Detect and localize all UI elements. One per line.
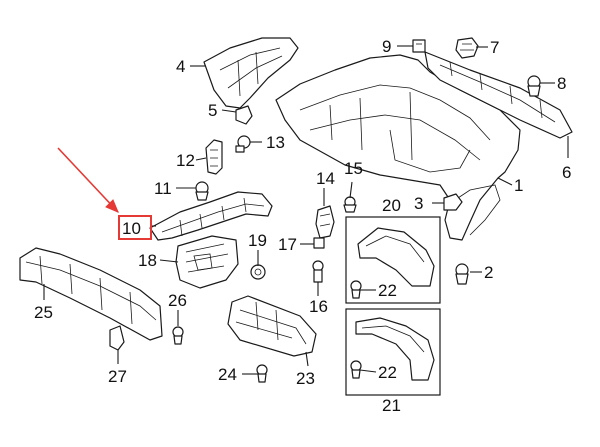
- red-arrow-pointer: [57, 147, 119, 213]
- highlight-box: [118, 215, 152, 240]
- part-24-bolt: [256, 364, 268, 383]
- callout-9: 9: [382, 37, 391, 56]
- part-27-bracket: [109, 325, 125, 351]
- callout-17: 17: [278, 235, 297, 254]
- callout-13: 13: [266, 133, 285, 152]
- callout-2: 2: [484, 263, 493, 282]
- callout-11: 11: [154, 179, 172, 198]
- part-5-clip: [235, 105, 253, 125]
- callout-20: 20: [382, 196, 401, 215]
- part-4-trim: [203, 37, 299, 109]
- callout-4: 4: [176, 57, 185, 76]
- part-15-bolt: [343, 196, 357, 213]
- callout-5: 5: [208, 101, 217, 120]
- callout-8: 8: [557, 74, 566, 93]
- callout-19: 19: [248, 231, 267, 250]
- part-16-bolt: [312, 260, 324, 283]
- callout-7: 7: [490, 38, 499, 57]
- part-14-clip: [315, 205, 335, 239]
- callout-21: 21: [382, 396, 401, 415]
- callout-1: 1: [514, 176, 523, 195]
- callout-25: 25: [34, 303, 53, 322]
- part-17-nut: [313, 237, 325, 249]
- leader-lines: [43, 45, 569, 375]
- callout-16: 16: [309, 297, 328, 316]
- callout-22b: 22: [378, 363, 397, 382]
- part-18-bracket: [175, 235, 239, 289]
- part-7-clip: [455, 37, 479, 59]
- callout-10: 10: [122, 219, 141, 238]
- part-9-bracket: [412, 39, 426, 53]
- callout-labels: 1 2 3 4 5 6 7 8 9 10 11 12 13 14 15 16 1…: [34, 37, 571, 415]
- part-1-bumper-cover: [275, 54, 521, 241]
- part-6-reinforcement: [424, 51, 573, 139]
- part-19-grommet: [250, 264, 266, 280]
- part-25-impact-bar: [19, 247, 163, 341]
- part-3-bracket: [443, 193, 463, 211]
- callout-22a: 22: [378, 281, 397, 300]
- callout-3: 3: [414, 194, 423, 213]
- part-12-bracket: [205, 139, 223, 175]
- callout-24: 24: [218, 365, 237, 384]
- group-21-box: [345, 308, 441, 396]
- part-10-side-bracket: [149, 191, 273, 241]
- part-26-bolt: [172, 326, 184, 345]
- part-23-tray: [227, 295, 317, 357]
- callout-12: 12: [176, 151, 195, 170]
- callout-15: 15: [344, 159, 363, 178]
- callout-18: 18: [138, 251, 157, 270]
- callout-14: 14: [316, 169, 335, 188]
- callout-26: 26: [168, 291, 187, 310]
- callout-27: 27: [108, 367, 127, 386]
- callout-6: 6: [562, 163, 571, 182]
- part-2-bolt: [455, 263, 469, 285]
- callout-23: 23: [296, 369, 315, 388]
- part-11-bolt: [195, 181, 209, 201]
- part-8-bolt: [527, 75, 541, 97]
- part-13-bolt: [235, 135, 251, 153]
- group-20-box: [345, 216, 441, 304]
